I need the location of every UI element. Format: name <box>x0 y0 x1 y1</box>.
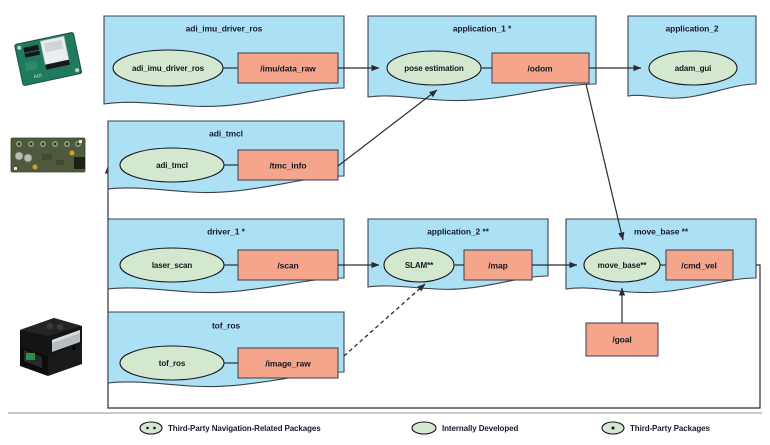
topic-label-map: /map <box>488 260 507 270</box>
legend-label-internally-developed: Internally Developed <box>442 424 518 433</box>
node-label-pose-estimation: pose estimation <box>404 64 464 73</box>
topic-scan[interactable] <box>237 249 339 281</box>
package-application-2-gui[interactable]: application_2 adam_gui <box>627 15 757 99</box>
topic-map[interactable] <box>463 249 533 281</box>
node-label-adi-tmcl: adi_tmcl <box>156 161 188 170</box>
topic-image-raw[interactable] <box>237 347 339 379</box>
package-driver-1[interactable]: driver_1 * laser_scan /scan <box>107 218 345 294</box>
edge-tmcinfo-to-pose-estimation <box>337 89 438 167</box>
node-label-adam-gui: adam_gui <box>675 64 712 73</box>
topic-label-tmc-info: /tmc_info <box>270 160 307 170</box>
topic-label-odom: /odom <box>528 63 554 73</box>
svg-text:ADI: ADI <box>33 73 42 81</box>
topic-label-imu-data-raw: /imu/data_raw <box>260 63 316 73</box>
legend-label-third-party: Third-Party Packages <box>630 424 710 433</box>
package-application-2-slam[interactable]: application_2 ** SLAM** /map <box>367 218 549 290</box>
imu-board-image: ADI <box>6 24 90 92</box>
topic-goal-group[interactable]: /goal <box>585 287 659 357</box>
topic-tmc-info[interactable] <box>237 149 339 181</box>
topic-label-scan: /scan <box>277 260 298 270</box>
package-title-adi-imu-driver-ros: adi_imu_driver_ros <box>186 23 263 33</box>
tof-camera-image <box>8 306 90 380</box>
node-label-laser-scan: laser_scan <box>152 261 193 270</box>
package-title-application-2-slam: application_2 ** <box>427 226 489 236</box>
ellipse-double-dot-icon <box>139 421 163 435</box>
node-label-move-base: move_base** <box>598 261 648 270</box>
topic-label-goal: /goal <box>612 334 631 344</box>
legend-dot-center-icon <box>611 426 615 430</box>
legend-item-third-party-navigation: Third-Party Navigation-Related Packages <box>139 421 321 435</box>
edge-odom-to-move-base <box>585 83 625 241</box>
topic-imu-data-raw[interactable] <box>237 52 339 84</box>
package-title-application-2-gui: application_2 <box>665 23 718 33</box>
topic-odom[interactable] <box>491 52 590 84</box>
node-label-adi-imu-driver-ros: adi_imu_driver_ros <box>132 64 205 73</box>
edge-imageraw-to-slam <box>343 283 426 357</box>
package-title-driver-1: driver_1 * <box>207 226 246 236</box>
ellipse-plain-icon <box>411 421 437 435</box>
topic-cmd-vel[interactable] <box>665 249 734 281</box>
legend-item-internally-developed: Internally Developed <box>411 421 519 435</box>
package-tof-ros[interactable]: tof_ros tof_ros /image_raw <box>107 311 345 388</box>
package-title-adi-tmcl: adi_tmcl <box>209 128 243 138</box>
node-label-slam: SLAM** <box>405 261 434 270</box>
topic-label-cmd-vel: /cmd_vel <box>681 260 717 270</box>
package-application-1[interactable]: application_1 * pose estimation /odom <box>367 15 597 102</box>
tmcl-board-image <box>6 128 90 182</box>
package-title-move-base: move_base ** <box>634 226 689 236</box>
legend-item-third-party: Third-Party Packages <box>601 421 711 435</box>
package-title-application-1: application_1 * <box>453 23 512 33</box>
package-adi-imu-driver-ros[interactable]: adi_imu_driver_ros adi_imu_driver_ros /i… <box>103 15 345 108</box>
node-adam-gui[interactable] <box>648 50 738 86</box>
legend-label-third-party-navigation: Third-Party Navigation-Related Packages <box>168 424 321 433</box>
node-label-tof-ros: tof_ros <box>159 359 186 368</box>
package-title-tof-ros: tof_ros <box>212 320 240 330</box>
package-adi-tmcl[interactable]: adi_tmcl adi_tmcl /tmc_info <box>107 120 345 194</box>
legend: Third-Party Navigation-Related Packages … <box>8 412 762 435</box>
legend-dot-right-icon <box>153 426 156 430</box>
package-move-base[interactable]: move_base ** move_base** /cmd_vel <box>565 218 757 294</box>
topic-label-image-raw: /image_raw <box>265 358 311 368</box>
legend-dot-left-icon <box>146 426 149 430</box>
